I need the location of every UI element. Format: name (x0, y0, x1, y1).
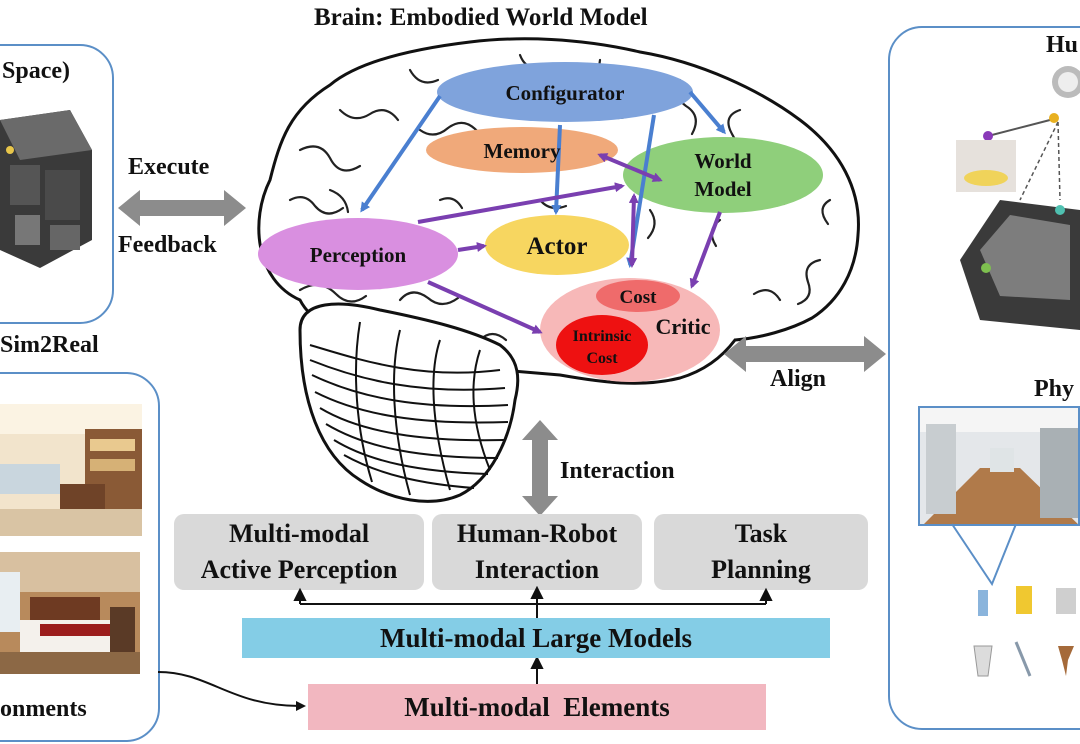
execute-feedback-arrow (118, 190, 246, 226)
left-panel-top-label: Space) (2, 58, 70, 84)
memory-node (426, 127, 618, 173)
actor-label: Actor (526, 233, 587, 260)
perception-node (258, 218, 458, 290)
sim-scene-image (0, 110, 95, 270)
configurator-label: Configurator (506, 81, 625, 105)
sim2real-label: Sim2Real (0, 332, 99, 358)
cost-node (596, 280, 680, 312)
align-arrow (724, 336, 886, 372)
memory-label: Memory (484, 139, 561, 163)
cost-label: Cost (620, 287, 658, 308)
multimodal-large-models-bar: Multi-modal Large Models (242, 618, 830, 658)
chip-hri-line1: Human-Robot (456, 519, 618, 548)
configurator-node (437, 62, 693, 122)
chip-active-perception-line2: Active Perception (200, 555, 398, 584)
world-model-node (623, 137, 823, 213)
align-label: Align (770, 366, 827, 392)
brain-diagram: Configurator Memory World Model Percepti… (257, 37, 860, 503)
intrinsic-cost-node (556, 315, 648, 375)
multimodal-elements-bar: Multi-modal Elements (308, 684, 766, 730)
bedroom-environment-image (0, 552, 140, 674)
chip-connectors (293, 586, 773, 686)
right-panel-top-label: Hu (1046, 32, 1079, 58)
chip-active-perception: Multi-modal Active Perception (174, 514, 424, 590)
object-icons (962, 580, 1080, 690)
world-model-label-1: World (694, 149, 751, 173)
intrinsic-label-1: Intrinsic (573, 328, 632, 345)
store-environment-image (0, 404, 142, 536)
chip-task-line2: Planning (711, 555, 811, 584)
actor-node (485, 215, 629, 275)
right-panel-mid-label: Phy (1034, 376, 1075, 402)
intrinsic-label-2: Cost (586, 350, 618, 367)
interaction-label: Interaction (560, 458, 675, 484)
critic-label: Critic (656, 314, 711, 339)
callout-pointer (951, 523, 1017, 587)
environments-to-elements-arrow (157, 671, 306, 711)
chip-human-robot-interaction: Human-Robot Interaction (432, 514, 642, 590)
chip-hri-line2: Interaction (474, 555, 600, 584)
interaction-arrow (522, 420, 558, 516)
chip-active-perception-line1: Multi-modal (228, 519, 370, 548)
world-model-label-2: Model (694, 177, 751, 201)
physical-scene-image (918, 406, 1080, 526)
human-knowledge-graph (940, 60, 1080, 330)
chip-task-planning: Task Planning (654, 514, 868, 590)
perception-label: Perception (310, 243, 407, 267)
chip-task-line1: Task (734, 519, 788, 548)
feedback-label: Feedback (118, 232, 217, 258)
diagram-title: Brain: Embodied World Model (314, 4, 648, 31)
execute-label: Execute (128, 154, 210, 180)
environments-label: onments (0, 696, 87, 722)
